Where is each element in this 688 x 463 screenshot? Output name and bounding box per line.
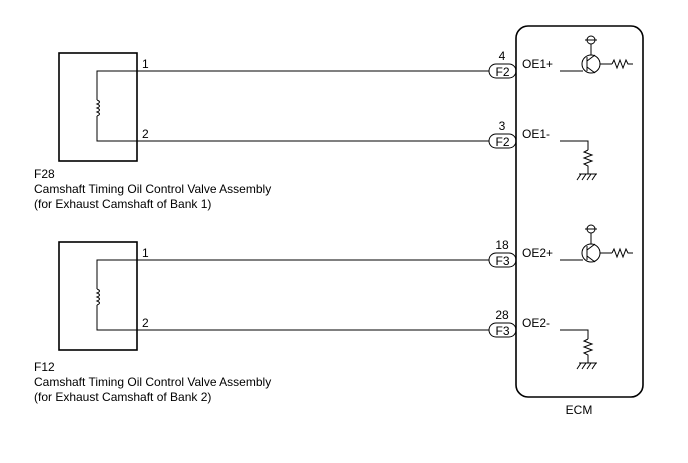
signal-oe2-minus: OE2- [522, 316, 550, 330]
f28-pin-1-label: 1 [142, 57, 149, 71]
connector-oe2-minus: F3 28 [488, 308, 517, 338]
f28-coil-icon [95, 99, 100, 117]
f28-box [58, 52, 138, 162]
pin-number: 3 [499, 119, 506, 133]
f12-subname: (for Exhaust Camshaft of Bank 2) [34, 390, 211, 404]
transistor-icon [560, 35, 633, 74]
f12-pin-2-label: 2 [142, 316, 149, 330]
f28-pin-2-label: 2 [142, 127, 149, 141]
f28-internal-wire-2 [96, 116, 137, 142]
connector-label: F2 [495, 65, 509, 79]
f12-name: Camshaft Timing Oil Control Valve Assemb… [34, 375, 271, 389]
signal-oe2-plus: OE2+ [522, 246, 553, 260]
f12-pin-1-label: 1 [142, 246, 149, 260]
signal-oe1-plus: OE1+ [522, 57, 553, 71]
pin-number: 4 [499, 49, 506, 63]
connector-oe1-minus: F2 3 [488, 119, 517, 149]
connector-oe2-plus: F3 18 [488, 238, 517, 268]
connector-label: F2 [495, 135, 509, 149]
f28-name: Camshaft Timing Oil Control Valve Assemb… [34, 182, 271, 196]
pin-number: 28 [495, 308, 509, 322]
f28-subname: (for Exhaust Camshaft of Bank 1) [34, 197, 211, 211]
f12-id: F12 [34, 360, 55, 374]
connector-label: F3 [495, 324, 509, 338]
f12-box [58, 241, 138, 351]
f12-internal-wire-2 [96, 305, 137, 331]
f12-internal-wire-1 [96, 259, 137, 289]
pin-number: 18 [495, 238, 509, 252]
f12-coil-icon [95, 288, 100, 306]
ecm-box [515, 25, 644, 398]
ground-resistor-icon [560, 329, 597, 370]
connector-oe1-plus: F2 4 [488, 49, 517, 79]
ecm-label: ECM [566, 403, 593, 417]
ecm-unit: ECM OE1+ OE1- OE2+ [515, 25, 644, 417]
signal-oe1-minus: OE1- [522, 127, 550, 141]
ground-resistor-icon [560, 140, 597, 181]
f28-internal-wire-1 [96, 70, 137, 100]
component-f28: 1 2 F28 Camshaft Timing Oil Control Valv… [34, 52, 271, 211]
component-f12: 1 2 F12 Camshaft Timing Oil Control Valv… [34, 241, 271, 404]
transistor-icon [560, 224, 633, 263]
f28-id: F28 [34, 167, 55, 181]
connector-label: F3 [495, 254, 509, 268]
